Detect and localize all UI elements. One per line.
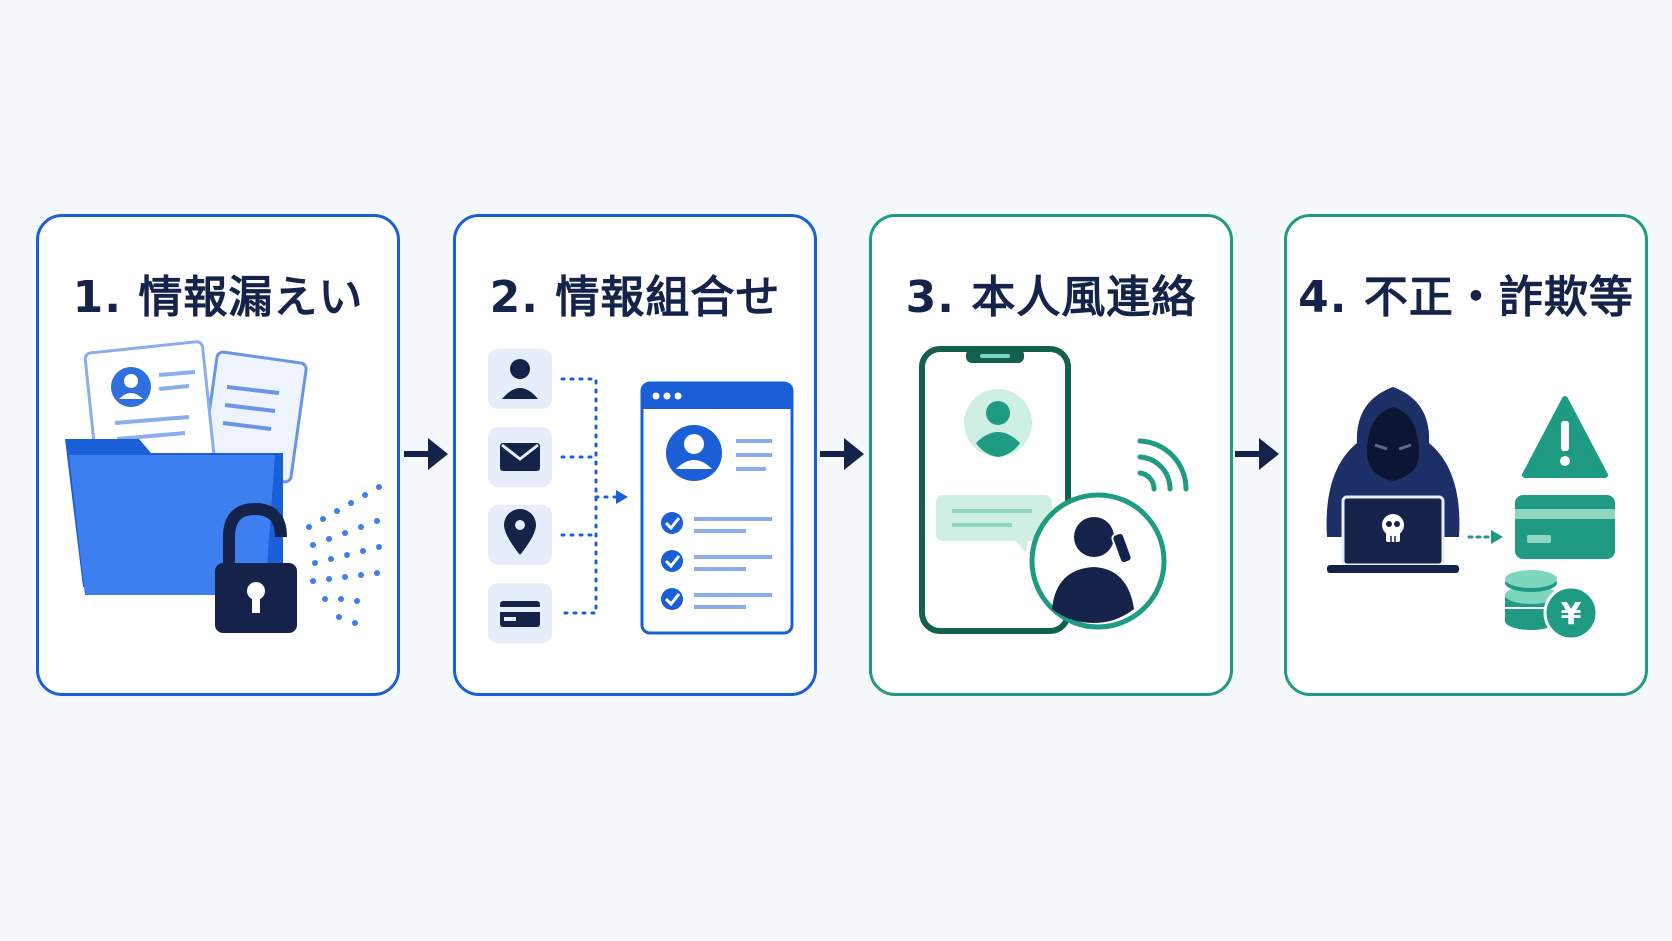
chat-bubble-icon (936, 495, 1052, 553)
arrow-right-icon (404, 438, 448, 470)
payment-card-icon (1515, 495, 1615, 559)
connector-lines (560, 377, 618, 615)
flow-arrow-2 (818, 432, 866, 476)
data-combine-illustration (456, 327, 814, 677)
signal-waves-icon (1137, 438, 1189, 492)
step-card-2: 2. 情報組合せ (453, 214, 817, 696)
arrow-right-icon (820, 438, 864, 470)
yen-coin-icon: ¥ (1543, 585, 1599, 641)
leaking-data-dots (306, 484, 382, 626)
step-title-3: 3. 本人風連絡 (905, 272, 1197, 323)
person-icon (488, 349, 552, 409)
checklist-icon (661, 512, 772, 610)
money-flow-arrow (1467, 530, 1503, 544)
warning-triangle-icon (1522, 396, 1608, 478)
step-title-2: 2. 情報組合せ (489, 272, 781, 323)
flow-arrow-1 (402, 432, 450, 476)
impersonation-contact-illustration (872, 327, 1230, 677)
connector-arrowhead-icon (616, 490, 628, 504)
data-leak-illustration (39, 327, 397, 677)
flow-arrow-3 (1233, 432, 1281, 476)
credit-card-icon (488, 583, 552, 643)
arrow-right-icon (1235, 438, 1279, 470)
step-card-1: 1. 情報漏えい (36, 214, 400, 696)
step-card-3: 3. 本人風連絡 (869, 214, 1233, 696)
step-title-1: 1. 情報漏えい (72, 272, 364, 323)
unlocked-padlock-icon (215, 502, 297, 633)
skull-icon (1382, 514, 1404, 542)
envelope-icon (488, 427, 552, 487)
profile-window-icon (640, 381, 794, 635)
step-title-4: 4. 不正・詐欺等 (1298, 272, 1634, 323)
location-pin-icon (488, 505, 552, 565)
yen-symbol: ¥ (1561, 597, 1582, 632)
step-card-4: 4. 不正・詐欺等 (1284, 214, 1648, 696)
fraud-illustration: ¥ (1287, 327, 1645, 677)
caller-avatar-icon (1029, 492, 1167, 630)
contact-avatar-icon (964, 389, 1032, 457)
